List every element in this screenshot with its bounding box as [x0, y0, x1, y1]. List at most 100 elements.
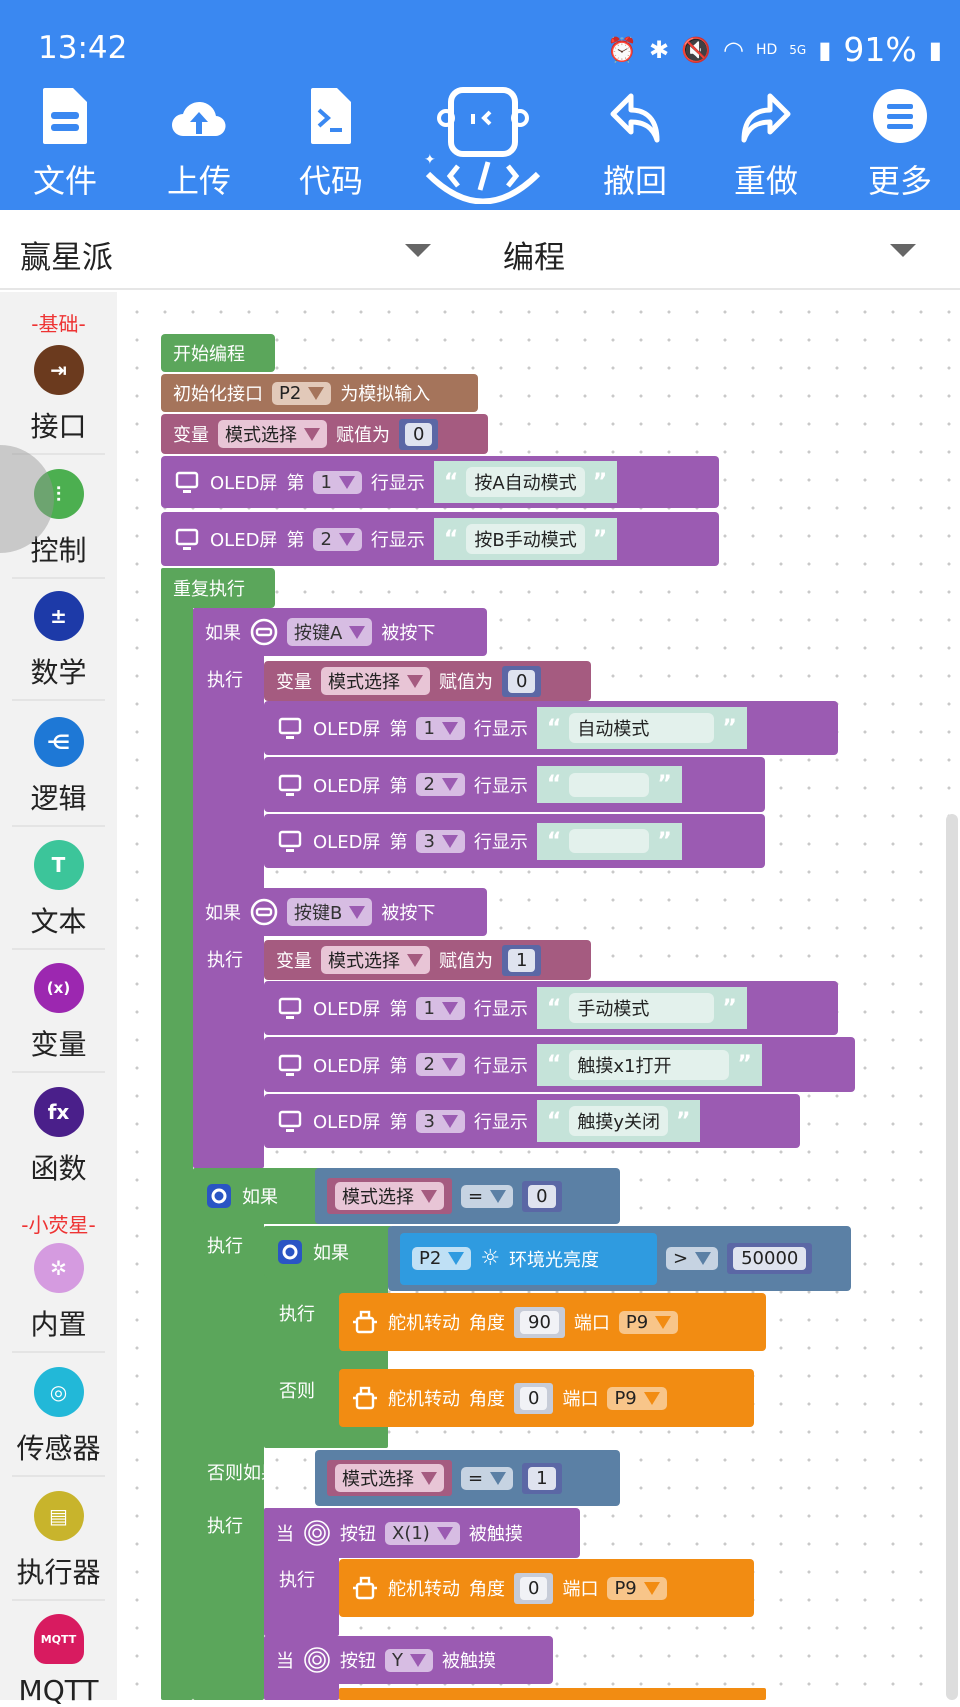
gear-icon[interactable] [276, 1238, 304, 1266]
sidebar-item-control[interactable]: ⫶控制 [0, 469, 117, 579]
variable-dropdown[interactable]: 模式选择 [321, 667, 430, 695]
sidebar-item-math[interactable]: ±数学 [0, 591, 117, 701]
touch-pad-dropdown[interactable]: X(1) [385, 1521, 460, 1545]
key-dropdown[interactable]: 按键B [287, 898, 373, 926]
key-dropdown[interactable]: 按键A [287, 618, 373, 646]
angle-input[interactable]: 0 [514, 1572, 554, 1604]
row-dropdown[interactable]: 3 [416, 829, 465, 853]
gear-icon[interactable] [205, 1182, 233, 1210]
sidebar-item-logic[interactable]: ⋲逻辑 [0, 717, 117, 827]
light-sensor-block[interactable]: P2☼环境光亮度 [400, 1232, 657, 1285]
operator-dropdown[interactable]: = [461, 1184, 514, 1208]
row-prefix: 第 [389, 1055, 408, 1077]
sidebar-item-sensor[interactable]: ◎传感器 [0, 1367, 117, 1477]
angle-input[interactable]: 90 [514, 1306, 565, 1338]
variable-dropdown[interactable]: 模式选择 [218, 420, 327, 448]
servo-block-partial[interactable] [339, 1688, 766, 1700]
light-if-block[interactable]: 如果 [264, 1226, 394, 1278]
row-dropdown[interactable]: 2 [416, 1053, 465, 1076]
sliders-icon: ⫶ [33, 469, 84, 519]
oled-label: OLED屏 [313, 1112, 381, 1133]
start-block[interactable]: 开始编程 [161, 334, 275, 372]
upload-button[interactable]: 上传 [144, 86, 254, 202]
more-button[interactable]: 更多 [845, 86, 955, 202]
compare-block[interactable]: P2☼环境光亮度 > 50000 [388, 1226, 851, 1291]
number-input[interactable]: 1 [522, 1462, 562, 1494]
row-dropdown[interactable]: 3 [416, 1109, 465, 1133]
string-input[interactable]: “” [536, 822, 682, 860]
port-dropdown[interactable]: P2 [272, 381, 332, 405]
file-button[interactable]: 文件 [10, 86, 120, 202]
else-if-label: 否则如果 [207, 1463, 279, 1484]
string-input[interactable]: “按A自动模式” [433, 461, 618, 503]
row-dropdown[interactable]: 1 [416, 716, 465, 740]
number-input[interactable]: 0 [399, 418, 439, 450]
variable-dropdown[interactable]: 模式选择 [321, 946, 430, 974]
port-dropdown[interactable]: P9 [618, 1310, 679, 1334]
string-input[interactable]: “自动模式” [536, 707, 747, 749]
status-time: 13:42 [38, 30, 128, 66]
port-dropdown[interactable]: P9 [607, 1386, 667, 1410]
number-input[interactable]: 50000 [727, 1243, 813, 1274]
sidebar-item-variable[interactable]: (x)变量 [0, 963, 117, 1073]
compare-block[interactable]: 模式选择 = 0 [315, 1168, 620, 1224]
string-input[interactable]: “” [536, 766, 682, 803]
string-input[interactable]: “触摸y关闭” [536, 1100, 701, 1142]
network-type: HD [755, 41, 778, 58]
variable-dropdown[interactable]: 模式选择 [335, 1182, 444, 1210]
port-dropdown[interactable]: P2 [412, 1247, 472, 1270]
number-input[interactable]: 0 [522, 1180, 562, 1212]
port-dropdown[interactable]: P9 [607, 1576, 667, 1600]
operator-dropdown[interactable]: = [461, 1466, 514, 1490]
sidebar-item-actuator[interactable]: ▤执行器 [0, 1491, 117, 1601]
undo-button[interactable]: 撤回 [580, 86, 690, 202]
angle-input[interactable]: 0 [514, 1382, 554, 1414]
row-dropdown[interactable]: 2 [313, 527, 362, 551]
number-input[interactable]: 0 [502, 665, 542, 697]
touch-pad-dropdown[interactable]: Y [385, 1648, 433, 1672]
row-dropdown[interactable]: 1 [416, 996, 465, 1020]
workspace-scrollbar[interactable] [946, 814, 958, 1700]
variable-dropdown[interactable]: 模式选择 [335, 1464, 444, 1492]
variable-getter[interactable]: 模式选择 [327, 1460, 452, 1496]
code-file-icon [311, 88, 351, 144]
monitor-icon [278, 997, 302, 1021]
compare-block[interactable]: 模式选择 = 1 [315, 1450, 620, 1506]
number-input[interactable]: 1 [502, 944, 542, 976]
signal-icon: ▮ [818, 35, 832, 64]
variable-getter[interactable]: 模式选择 [327, 1178, 452, 1214]
string-input[interactable]: “手动模式” [536, 987, 747, 1029]
forever-loop-block[interactable]: 重复执行 [161, 568, 275, 608]
sidebar-item-interface[interactable]: ⇥接口 [0, 345, 117, 455]
sidebar-item-builtin[interactable]: ✲内置 [0, 1243, 117, 1353]
string-input[interactable]: “触摸x1打开” [536, 1043, 762, 1086]
operator-dropdown[interactable]: > [666, 1247, 719, 1270]
string-input[interactable]: “按B手动模式” [433, 518, 618, 560]
row-dropdown[interactable]: 2 [416, 773, 465, 796]
redo-button[interactable]: 重做 [711, 86, 821, 202]
row-dropdown[interactable]: 1 [313, 470, 362, 494]
code-button[interactable]: 代码 [276, 86, 386, 202]
